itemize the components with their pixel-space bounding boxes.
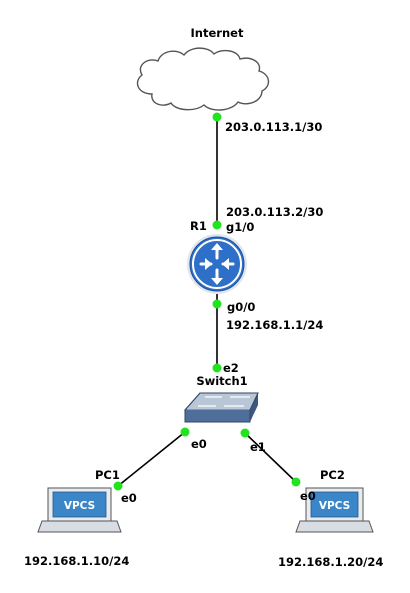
switch1-e0-port-label: e0 [191, 437, 207, 451]
switch1-label: Switch1 [196, 374, 247, 388]
pc1-ip-label: 192.168.1.10/24 [24, 554, 129, 568]
r1-label: R1 [190, 219, 207, 233]
router-icon [187, 234, 247, 294]
r1-g1-0-ip-label: 203.0.113.2/30 [226, 205, 323, 219]
pc2-node[interactable]: VPCS PC2 192.168.1.20/24 [278, 468, 383, 569]
pc2-ip-label: 192.168.1.20/24 [278, 555, 383, 569]
port-dot-switch1-e0[interactable] [180, 427, 190, 437]
cloud-icon [136, 47, 270, 111]
pc2-e0-port-label: e0 [300, 489, 316, 503]
pc1-e0-port-label: e0 [121, 491, 137, 505]
pc1-label: PC1 [95, 468, 120, 482]
pc1-screen-text: VPCS [64, 500, 95, 512]
port-dot-switch1-e2[interactable] [212, 363, 222, 373]
port-dot-pc2-e0[interactable] [291, 477, 301, 487]
internet-node[interactable]: Internet [136, 26, 270, 111]
internet-ip-label: 203.0.113.1/30 [225, 120, 322, 134]
pc2-label: PC2 [320, 468, 345, 482]
internet-label: Internet [191, 26, 244, 40]
r1-g1-0-port-label: g1/0 [226, 220, 254, 234]
port-dot-pc1-e0[interactable] [113, 481, 123, 491]
r1-node[interactable]: R1 [187, 219, 247, 294]
switch1-e2-port-label: e2 [223, 361, 239, 375]
r1-g0-0-ip-label: 192.168.1.1/24 [226, 318, 323, 332]
switch-icon [183, 392, 259, 423]
switch1-node[interactable]: Switch1 [183, 374, 259, 423]
pc1-node[interactable]: VPCS PC1 192.168.1.10/24 [24, 468, 129, 568]
vpcs-icon: VPCS [37, 487, 122, 533]
port-dot-internet[interactable] [212, 112, 222, 122]
link-switch1-pc1[interactable] [117, 431, 186, 487]
pc2-screen-text: VPCS [319, 500, 350, 512]
r1-g0-0-port-label: g0/0 [227, 300, 255, 314]
link-switch1-pc2[interactable] [244, 432, 297, 483]
port-dot-switch1-e1[interactable] [240, 428, 250, 438]
port-dot-r1-g1-0[interactable] [212, 220, 222, 230]
vpcs-icon: VPCS [295, 487, 374, 533]
port-dot-r1-g0-0[interactable] [212, 299, 222, 309]
switch1-e1-port-label: e1 [250, 440, 266, 454]
